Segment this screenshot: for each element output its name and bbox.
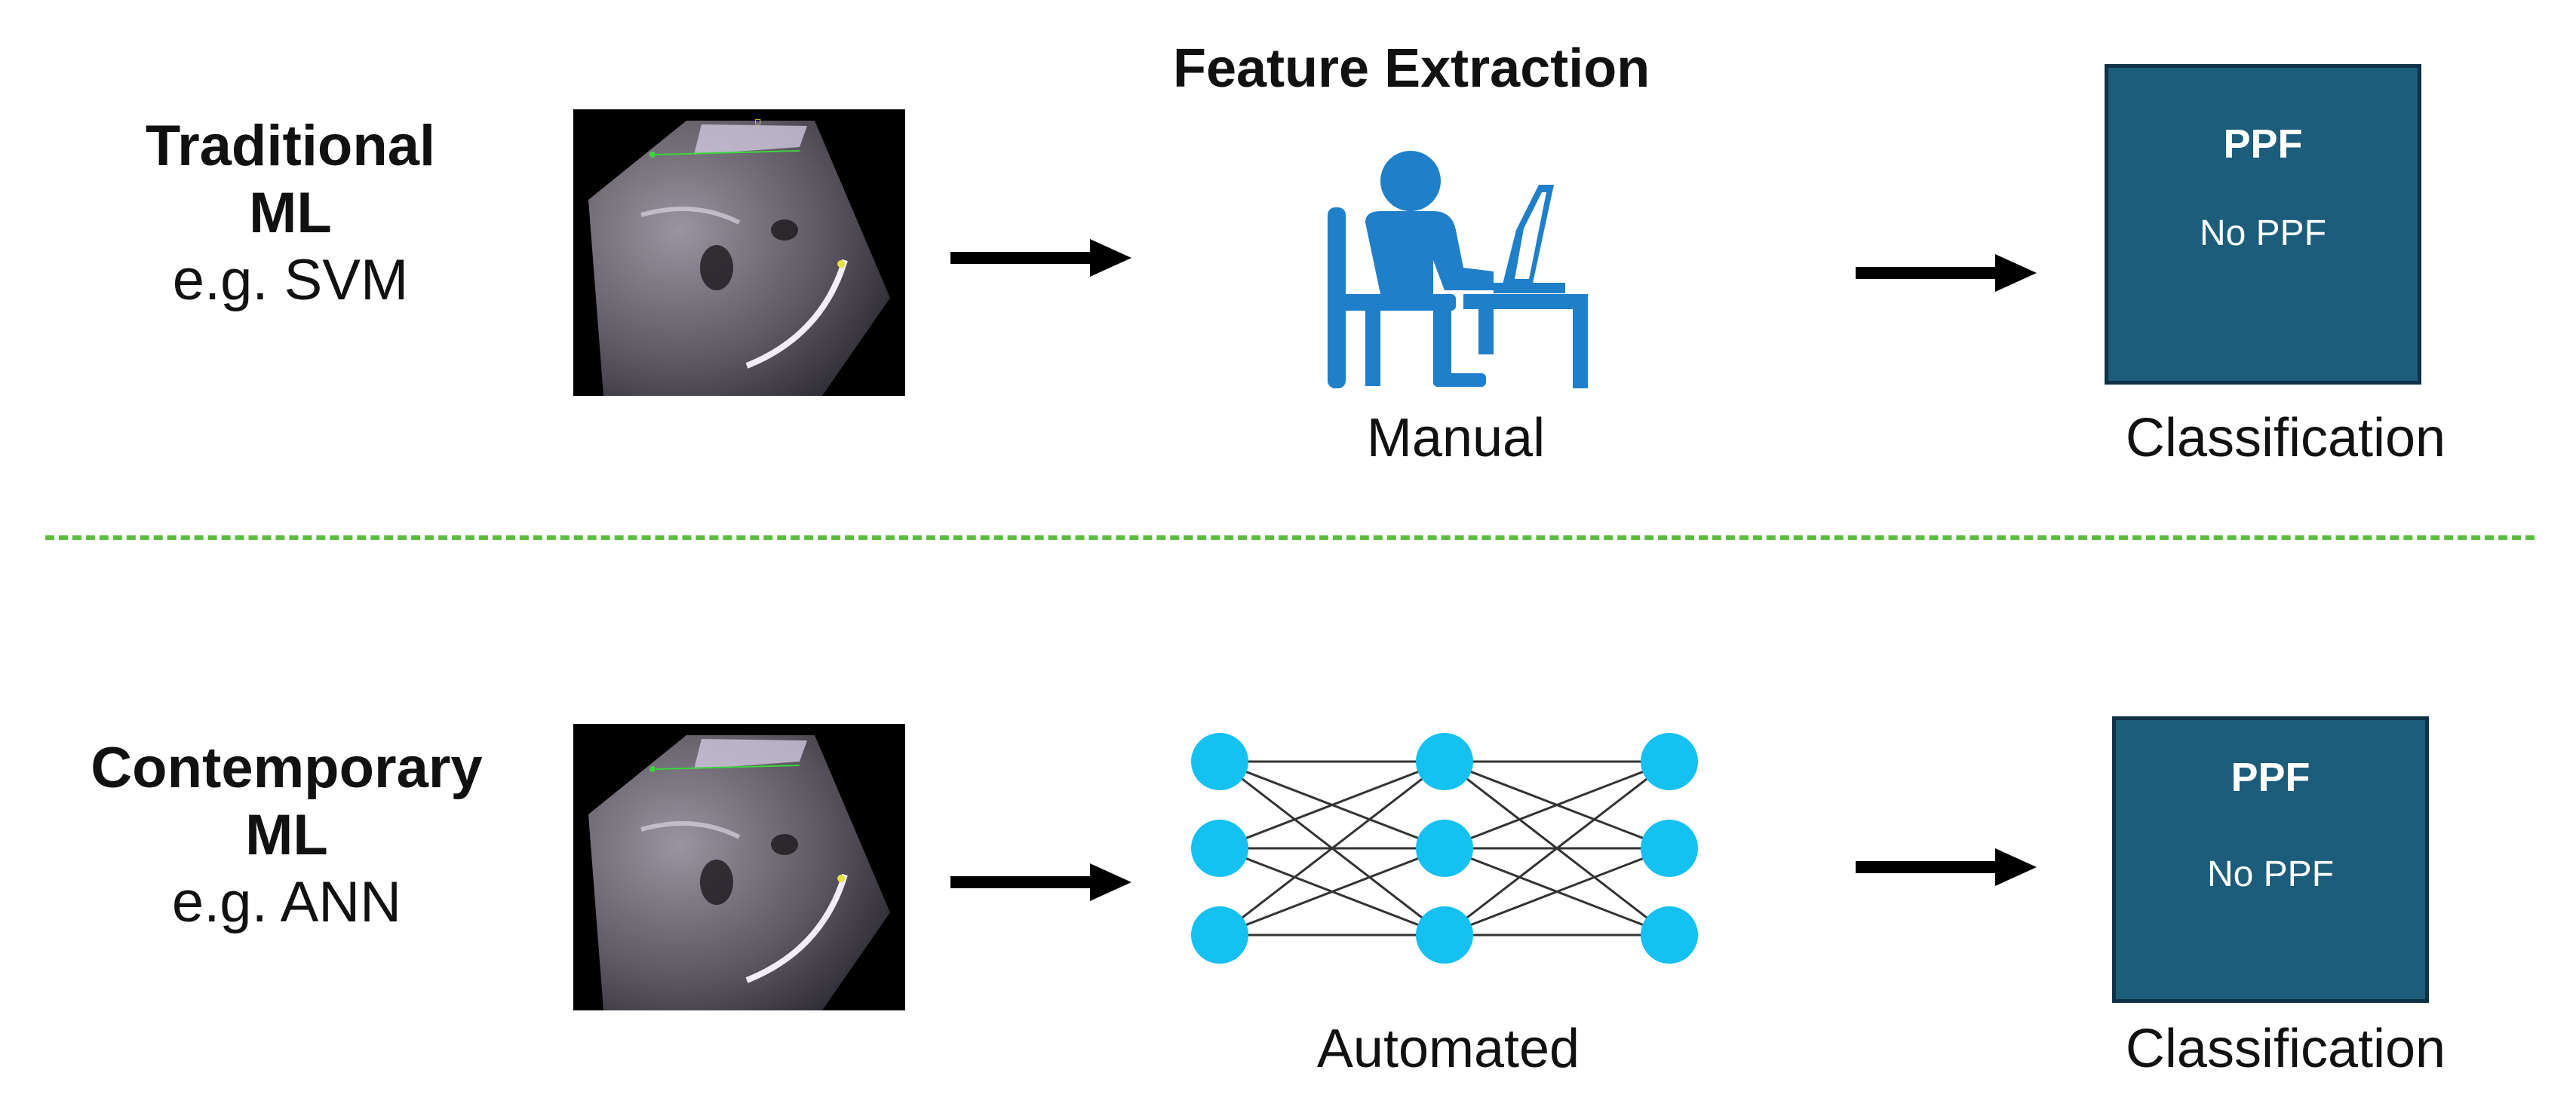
feature-extraction-title: Feature Extraction — [1173, 38, 1650, 99]
traditional-ml-label: Traditional ML e.g. SVM — [79, 113, 502, 314]
feature-extraction-caption-automated: Automated — [1316, 1019, 1580, 1079]
feature-extraction-caption-manual: Manual — [1366, 408, 1546, 468]
class-label-ppf: PPF — [2231, 755, 2310, 800]
ultrasound-image-bottom — [573, 724, 905, 1010]
ultrasound-image-top: ▫ — [573, 109, 905, 396]
classification-box-top: PPF No PPF — [2105, 64, 2421, 385]
network-connection — [1219, 847, 1445, 937]
network-node — [1641, 733, 1698, 790]
arrow-to-classification-bottom — [1856, 845, 2037, 890]
network-node — [1641, 820, 1698, 877]
network-connection — [1219, 760, 1445, 850]
contemporary-ml-title-line2: ML — [245, 802, 328, 867]
arrow-to-feature-extraction-top — [950, 235, 1131, 281]
class-label-no-ppf: No PPF — [2199, 213, 2327, 253]
traditional-ml-example: e.g. SVM — [172, 247, 409, 312]
traditional-ml-title-line1: Traditional — [145, 114, 436, 178]
network-node — [1416, 733, 1473, 790]
class-label-ppf: PPF — [2223, 121, 2303, 167]
traditional-ml-title-line2: ML — [249, 180, 332, 245]
network-connection — [1444, 847, 1670, 937]
classification-box-bottom: PPF No PPF — [2112, 716, 2429, 1003]
arrow-to-classification-top — [1856, 250, 2037, 296]
network-node — [1191, 906, 1248, 964]
contemporary-ml-label: Contemporary ML e.g. ANN — [53, 735, 520, 937]
contemporary-ml-example: e.g. ANN — [171, 869, 402, 934]
network-connection — [1219, 760, 1445, 937]
classification-caption-bottom: Classification — [2125, 1019, 2446, 1079]
neural-network-icon — [1188, 731, 1701, 965]
network-connection — [1444, 760, 1670, 937]
network-connection — [1444, 760, 1670, 850]
network-node — [1191, 820, 1248, 877]
contemporary-ml-title-line1: Contemporary — [91, 736, 483, 800]
section-divider — [45, 535, 2535, 540]
arrow-to-network-bottom — [950, 860, 1131, 905]
svg-text:▫: ▫ — [754, 115, 762, 127]
person-at-laptop-icon — [1320, 139, 1592, 396]
network-node — [1641, 906, 1698, 964]
network-node — [1416, 906, 1473, 964]
class-label-no-ppf: No PPF — [2206, 854, 2335, 894]
network-node — [1416, 820, 1473, 877]
classification-caption-top: Classification — [2125, 408, 2446, 468]
network-node — [1191, 733, 1248, 790]
